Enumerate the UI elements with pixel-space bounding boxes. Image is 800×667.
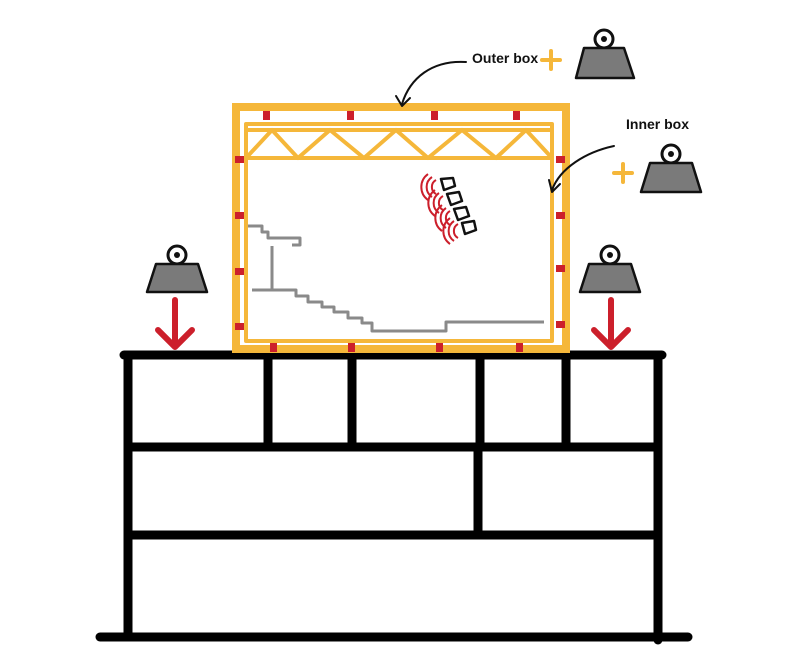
down-arrow-icon	[591, 297, 631, 350]
plus-icon	[612, 162, 634, 184]
down-arrow-icon	[155, 297, 195, 350]
stage-set-stairs	[248, 224, 544, 333]
speaker-array	[420, 173, 478, 245]
weight-icon	[578, 244, 642, 294]
outer-box-clamps	[235, 111, 565, 352]
plus-icon	[540, 49, 562, 71]
weight-icon	[145, 244, 209, 294]
outer-box-pointer	[395, 60, 467, 107]
inner-box-frame	[244, 122, 554, 343]
building-structure	[95, 350, 693, 645]
weight-icon	[639, 143, 703, 194]
sound-wave-icon	[420, 173, 459, 245]
inner-box-label: Inner box	[626, 116, 690, 132]
weight-icon	[574, 28, 636, 80]
speaker-icon	[439, 176, 478, 236]
inner-box-pointer	[548, 145, 615, 193]
outer-box-label: Outer box	[472, 50, 539, 66]
